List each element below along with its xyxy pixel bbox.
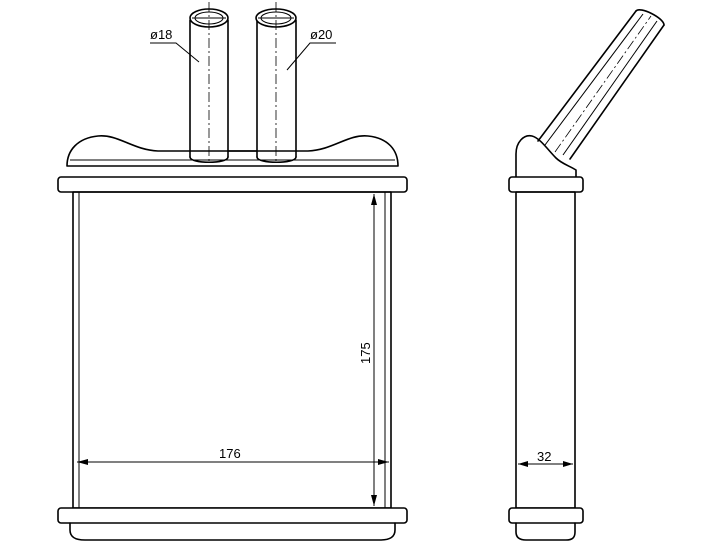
top-tank xyxy=(66,135,399,167)
width-value: 176 xyxy=(219,446,241,461)
width-dimension: 176 xyxy=(77,446,389,465)
side-bottom-flange xyxy=(508,507,584,524)
side-top-flange xyxy=(508,176,584,193)
pipe-right-diameter-label: ø20 xyxy=(310,27,332,42)
depth-dimension: 32 xyxy=(518,449,573,467)
pipe-right xyxy=(255,2,297,164)
bottom-flange xyxy=(57,507,408,524)
top-flange xyxy=(57,176,408,193)
height-value: 175 xyxy=(358,342,373,364)
side-pipe xyxy=(537,9,665,160)
pipe-left xyxy=(189,2,229,164)
side-view: 32 xyxy=(508,9,665,541)
height-dimension: 175 xyxy=(358,194,377,506)
side-bottom-tank xyxy=(515,522,576,541)
pipe-left-diameter-label: ø18 xyxy=(150,27,172,42)
leader-right-pipe xyxy=(286,42,336,71)
side-top-tank xyxy=(515,134,577,178)
depth-value: 32 xyxy=(537,449,551,464)
bottom-tank xyxy=(69,522,396,541)
front-view: ø18 ø20 176 175 xyxy=(57,2,408,541)
leader-left-pipe xyxy=(150,42,200,63)
